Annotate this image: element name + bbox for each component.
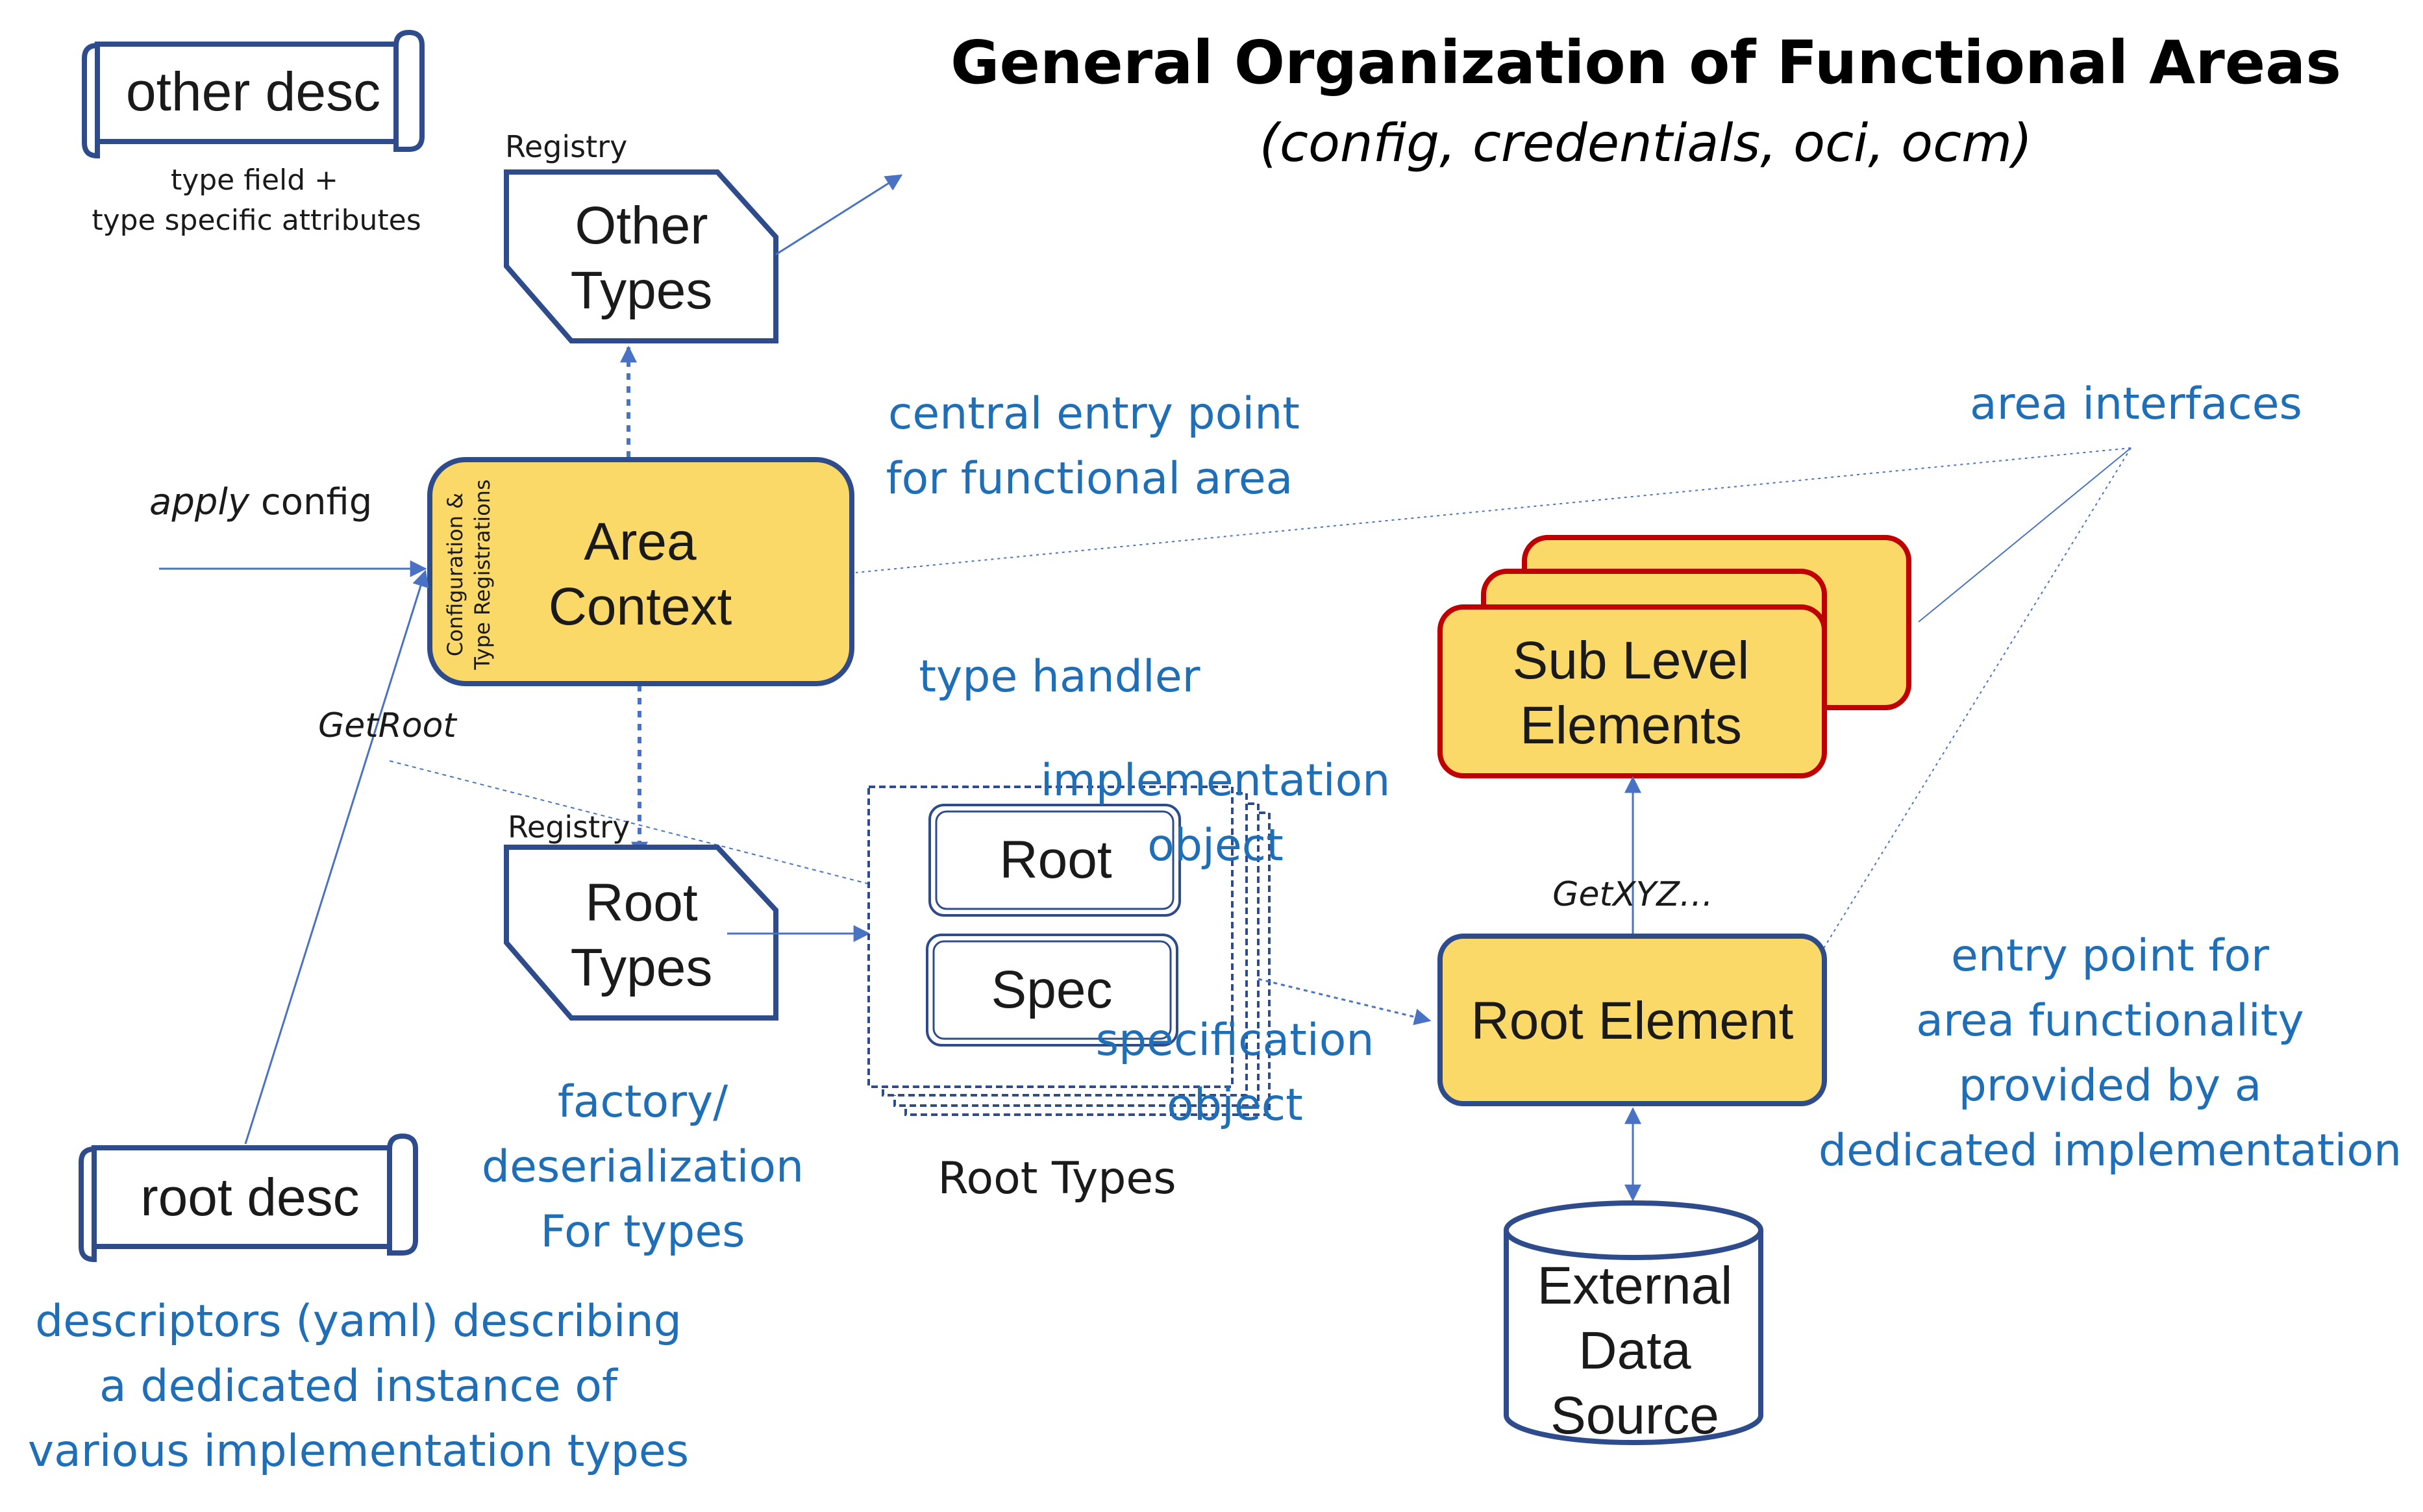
implementation-object-line2: object: [1147, 820, 1284, 871]
external-line3: Source: [1550, 1386, 1719, 1445]
root-types-line1: Root: [585, 873, 697, 932]
root-types-shape: [504, 845, 778, 1021]
area-interfaces-label: area interfaces: [1970, 378, 2302, 430]
central-entry-line2: for functional area: [886, 453, 1293, 504]
other-desc-note-line2: type specific attributes: [92, 204, 421, 237]
root-desc-scroll: root desc: [79, 1133, 418, 1263]
interfaces-to-sublevel-line: [1918, 447, 2131, 623]
get-xyz-label: GetXYZ…: [1552, 875, 1713, 914]
area-context-side-line1: Configuration &: [443, 493, 467, 656]
area-context-box: [427, 457, 854, 686]
apply-config-italic: apply: [149, 481, 250, 523]
descriptors-line3: various implementation types: [28, 1426, 689, 1477]
root-types-registry-label: Registry: [508, 810, 630, 845]
root-box-label: Root: [999, 830, 1112, 889]
specification-object-line1: specification: [1096, 1015, 1374, 1066]
external-line1: External: [1537, 1256, 1733, 1315]
get-root-label: GetRoot: [318, 706, 457, 745]
page-subtitle: (config, credentials, oci, ocm): [1260, 113, 2032, 173]
factory-line1: factory/: [558, 1076, 728, 1128]
entry-point-line4: dedicated implementation: [1819, 1125, 2402, 1176]
root-box-outer: [928, 804, 1181, 917]
spec-box-label: Spec: [991, 960, 1113, 1019]
get-root-line: [389, 760, 871, 885]
root-element-label: Root Element: [1471, 991, 1794, 1050]
apply-config-rest: config: [249, 481, 372, 523]
root-element-box: [1437, 934, 1827, 1106]
other-types-out-arrow: [775, 174, 903, 256]
other-types-shape: [504, 169, 778, 343]
spec-box-inner: [932, 940, 1172, 1040]
other-types-line1: Other: [575, 196, 708, 255]
factory-line3: For types: [540, 1206, 745, 1258]
root-types-caption: Root Types: [938, 1153, 1176, 1204]
implementation-object-line1: implementation: [1041, 755, 1391, 806]
sub-level-front-card: [1437, 604, 1827, 778]
root-types-line2: Types: [571, 938, 713, 997]
entry-point-line1: entry point for: [1951, 930, 2269, 982]
stack-to-root-element-arrow: [1258, 978, 1432, 1026]
interfaces-to-root-element-line: [1822, 447, 2131, 950]
area-context-side-line2: Type Registrations: [470, 479, 495, 670]
central-entry-line1: central entry point: [888, 388, 1300, 440]
descriptors-line1: descriptors (yaml) describing: [35, 1296, 682, 1347]
external-line2: Data: [1578, 1321, 1691, 1380]
entry-point-line3: provided by a: [1959, 1060, 2262, 1111]
area-context-line1: Area: [584, 512, 697, 571]
other-desc-scroll: other desc: [82, 29, 425, 159]
apply-config-label: apply config: [149, 481, 372, 523]
other-desc-label: other desc: [126, 61, 380, 122]
specification-object-line2: object: [1167, 1080, 1303, 1131]
root-desc-label: root desc: [140, 1168, 359, 1227]
descriptors-line2: a dedicated instance of: [99, 1361, 619, 1412]
entry-point-line2: area functionality: [1916, 995, 2304, 1047]
factory-line2: deserialization: [482, 1141, 804, 1193]
other-desc-note-line1: type field +: [171, 164, 338, 197]
area-context-line2: Context: [549, 577, 732, 636]
other-types-line2: Types: [571, 261, 713, 320]
spec-box-outer: [926, 934, 1178, 1047]
type-handler-label: type handler: [919, 651, 1200, 702]
root-desc-to-context-line: [244, 569, 429, 1145]
sub-level-line2: Elements: [1520, 696, 1742, 755]
external-data-source-cylinder: [1504, 1200, 1763, 1445]
root-box-inner: [935, 810, 1174, 910]
other-types-registry-label: Registry: [505, 129, 627, 164]
page-title: General Organization of Functional Areas: [951, 28, 2341, 97]
sub-level-line1: Sub Level: [1513, 631, 1750, 690]
